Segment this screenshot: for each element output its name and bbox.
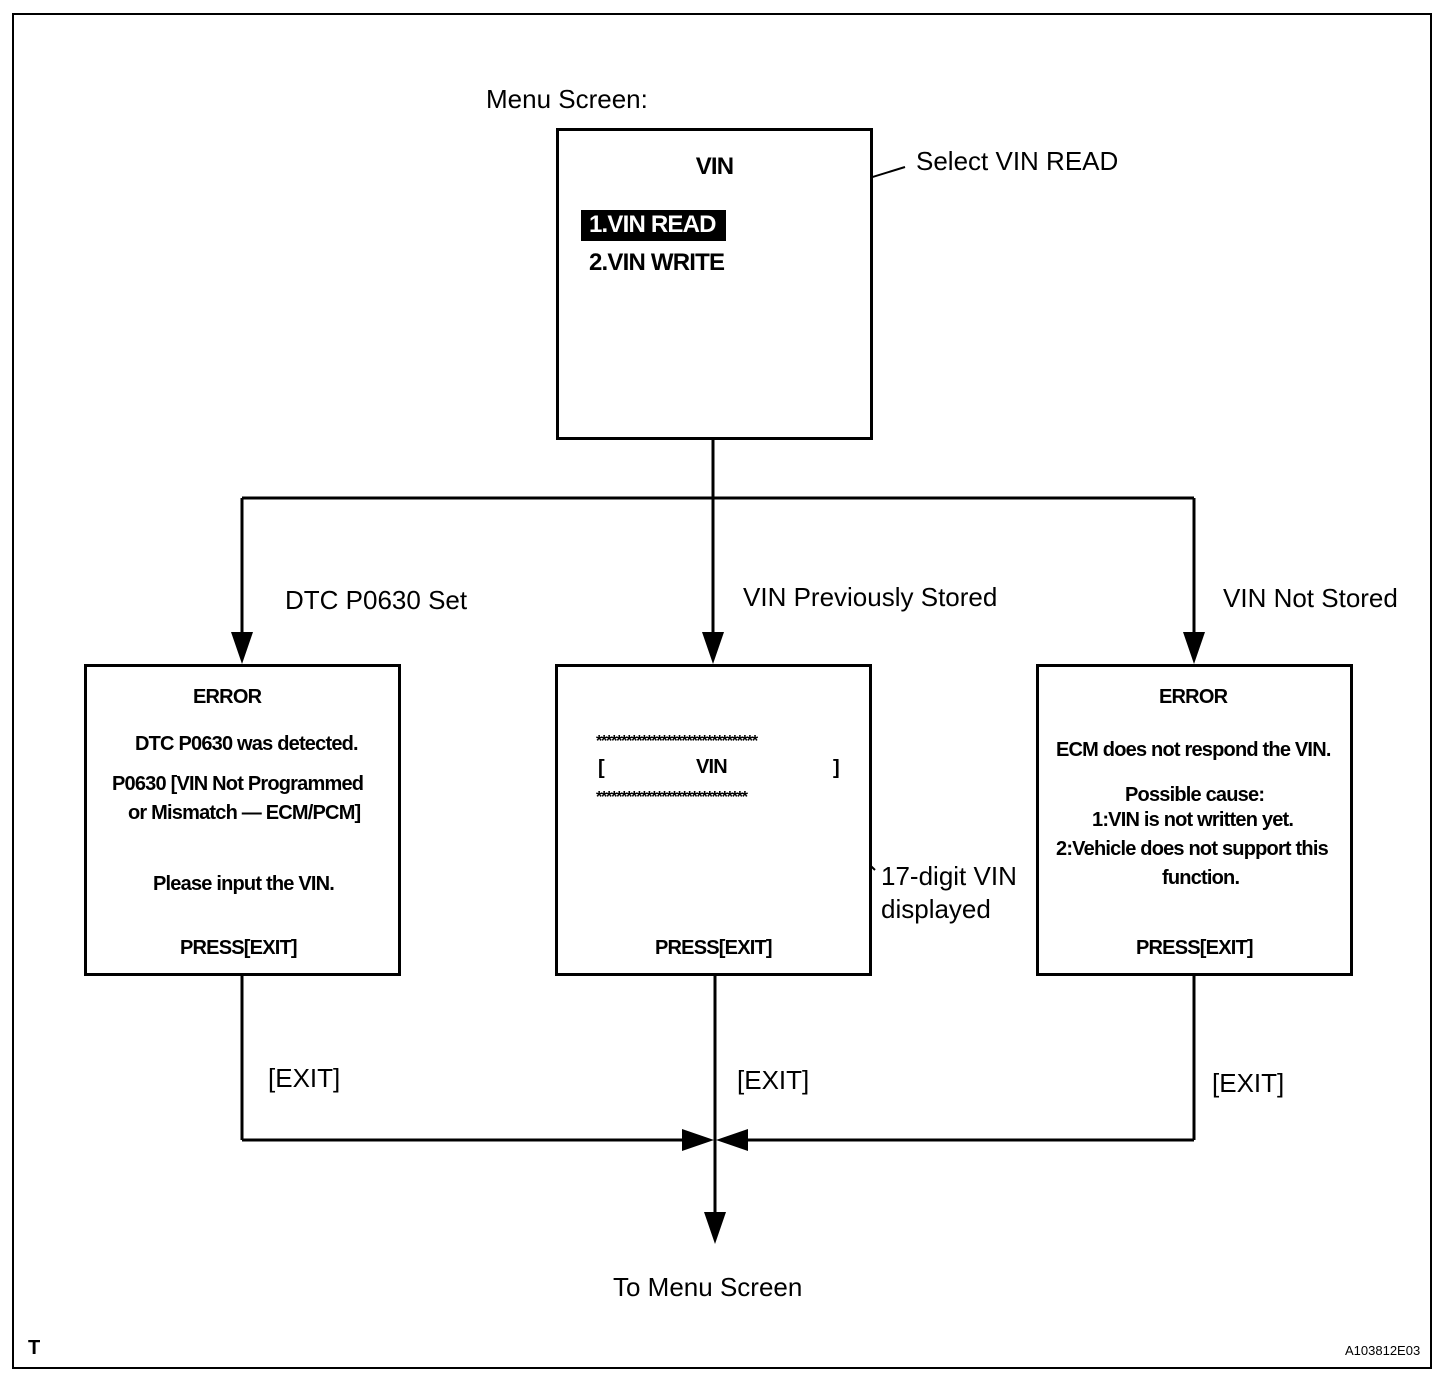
- error-line: DTC P0630 was detected.: [135, 733, 359, 755]
- error-line: or Mismatch — ECM/PCM]: [128, 802, 361, 824]
- destination-label: To Menu Screen: [613, 1272, 803, 1302]
- menu-item-vin-write[interactable]: 2.VIN WRITE: [589, 249, 725, 276]
- select-callout-label: Select VIN READ: [916, 146, 1119, 176]
- dtc-error-screen: ERROR DTC P0630 was detected. P0630 [VIN…: [84, 664, 401, 976]
- branch-label-dtc: DTC P0630 Set: [285, 585, 468, 615]
- right-branch-arrowhead: [1183, 632, 1205, 664]
- error-line: ECM does not respond the VIN.: [1056, 739, 1331, 761]
- merge-arrowhead-left: [682, 1129, 714, 1151]
- stars-bottom: ******************************: [596, 789, 748, 806]
- error-line: 1:VIN is not written yet.: [1092, 809, 1294, 831]
- error-line: function.: [1162, 867, 1240, 889]
- bracket-left: [: [598, 757, 605, 779]
- press-exit-text: PRESS[EXIT]: [655, 937, 773, 959]
- vin-callout-label: 17-digit VIN: [881, 861, 1017, 891]
- press-exit-text: PRESS[EXIT]: [1136, 937, 1254, 959]
- vin-text: VIN: [696, 756, 728, 778]
- error-line: Please input the VIN.: [153, 873, 335, 895]
- error-line: P0630 [VIN Not Programmed: [112, 773, 364, 795]
- figure-frame: [12, 13, 1432, 1369]
- merge-arrowhead-right: [716, 1129, 748, 1151]
- vin-callout-label: displayed: [881, 894, 991, 924]
- press-exit-text: PRESS[EXIT]: [180, 937, 298, 959]
- bracket-right: ]: [833, 757, 840, 779]
- center-branch-arrowhead: [702, 632, 724, 664]
- error-title: ERROR: [193, 686, 262, 708]
- corner-mark: T: [28, 1337, 41, 1359]
- exit-label-left: [EXIT]: [268, 1063, 341, 1093]
- error-line: 2:Vehicle does not support this: [1056, 838, 1329, 860]
- exit-label-center: [EXIT]: [737, 1065, 810, 1095]
- menu-screen-caption: Menu Screen:: [486, 84, 648, 114]
- not-stored-error-screen: ERROR ECM does not respond the VIN. Poss…: [1036, 664, 1353, 976]
- menu-screen-box: VIN 1.VIN READ 2.VIN WRITE: [556, 128, 873, 440]
- exit-label-right: [EXIT]: [1212, 1068, 1285, 1098]
- menu-item-vin-read[interactable]: 1.VIN READ: [581, 210, 726, 241]
- error-title: ERROR: [1159, 686, 1228, 708]
- destination-arrowhead: [704, 1212, 726, 1244]
- error-line: Possible cause:: [1125, 784, 1265, 806]
- left-branch-arrowhead: [231, 632, 253, 664]
- stars-top: ********************************: [596, 733, 758, 750]
- vin-display-screen: ******************************** [ VIN ]…: [555, 664, 872, 976]
- figure-id: A103812E03: [1345, 1343, 1421, 1358]
- branch-label-stored: VIN Previously Stored: [743, 582, 998, 612]
- branch-label-not-stored: VIN Not Stored: [1223, 583, 1398, 613]
- menu-title: VIN: [695, 153, 734, 180]
